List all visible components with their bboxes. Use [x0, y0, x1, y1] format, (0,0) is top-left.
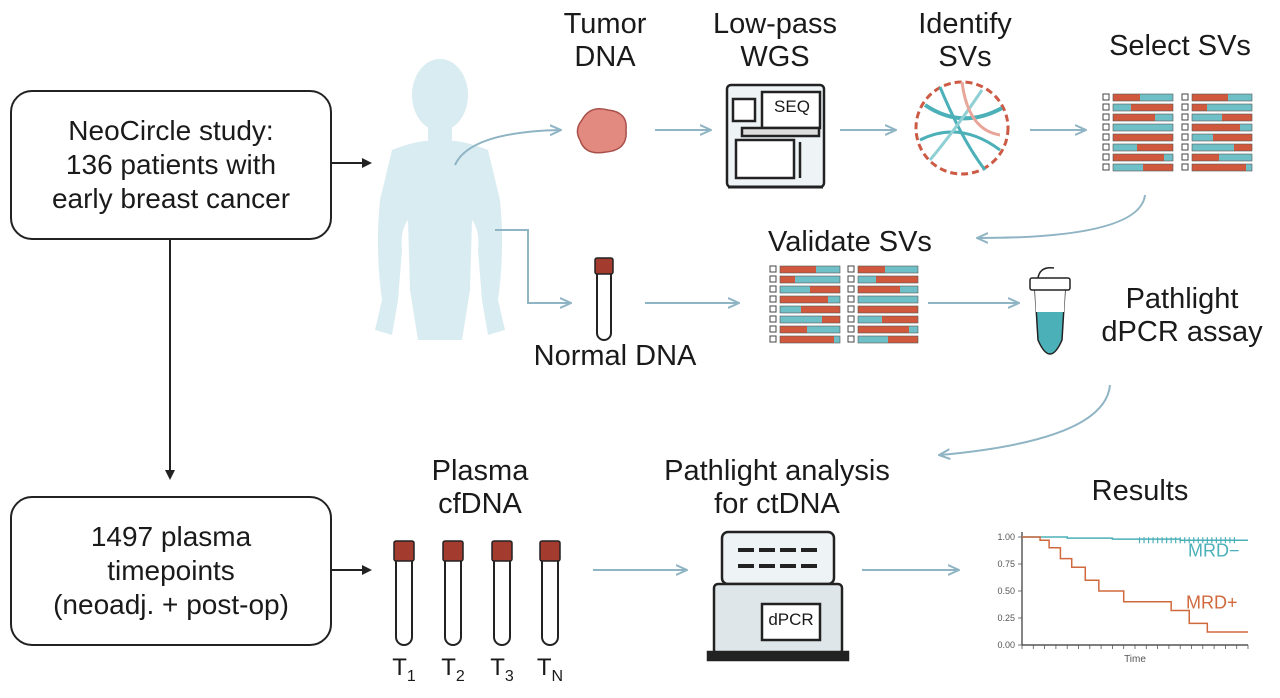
plasma-tube-icon: [539, 540, 561, 646]
sequencer-screen-text: SEQ: [774, 97, 810, 116]
pathlight-assay-label: Pathlight dPCR assay: [1092, 283, 1272, 350]
plasma-tubes: [393, 540, 561, 646]
low-pass-wgs-line1: Low-pass: [712, 8, 838, 40]
km-curve-mrd-positive: [1022, 536, 1248, 633]
chart-y-tick-label: 0.75: [997, 559, 1015, 569]
pathlight-analysis-label: Pathlight analysis for ctDNA: [632, 455, 922, 522]
results-label: Results: [1060, 475, 1220, 508]
tube-label-letter: T: [392, 654, 407, 681]
plasma-cfdna-line2: cfDNA: [438, 488, 522, 521]
tube-label-letter: T: [441, 654, 456, 681]
tumor-dna-label: Tumor DNA: [540, 8, 670, 75]
chart-y-tick-label: 1.00: [997, 532, 1015, 542]
tube-label-subscript: 1: [406, 667, 416, 685]
chart-y-tick-label: 0.50: [997, 586, 1015, 596]
study-box-line2: 136 patients with: [65, 148, 277, 180]
tube-label-letter: T: [490, 654, 505, 681]
circos-plot-icon: [914, 80, 1010, 176]
chart-y-tick-label: 0.00: [997, 640, 1015, 650]
pathlight-assay-line2: dPCR assay: [1101, 316, 1263, 349]
identify-svs-label: Identify SVs: [890, 8, 1040, 75]
km-curve-mrd-negative: [1022, 536, 1248, 541]
low-pass-wgs-line2: WGS: [740, 41, 810, 74]
study-box-line1: NeoCircle study:: [68, 114, 274, 146]
normal-dna-line1: Normal DNA: [533, 340, 697, 372]
sequencer-icon: [725, 83, 826, 189]
dpcr-machine-icon: [706, 530, 850, 662]
chart-x-axis-label: Time: [1124, 654, 1146, 665]
tube-label-letter: T: [536, 654, 552, 681]
tube-label: T1: [384, 654, 424, 686]
plasma-box-line2: timepoints: [107, 554, 235, 586]
study-box: NeoCircle study: 136 patients with early…: [10, 90, 332, 240]
tumor-icon: [576, 108, 627, 154]
plasma-timepoints-box: 1497 plasma timepoints (neoadj. + post-o…: [10, 496, 332, 646]
pathlight-assay-line1: Pathlight: [1125, 283, 1239, 315]
validate-svs-bars-right: [847, 265, 919, 344]
identify-svs-line1: Identify: [918, 8, 1012, 40]
tube-label-subscript: N: [551, 667, 564, 685]
select-svs-line1: Select SVs: [1109, 30, 1251, 62]
validate-svs-label: Validate SVs: [740, 226, 960, 259]
plasma-cfdna-label: Plasma cfDNA: [405, 455, 555, 522]
study-box-line3: early breast cancer: [51, 183, 291, 215]
normal-dna-tube-icon: [594, 257, 614, 341]
plasma-tube-icon: [393, 540, 415, 646]
validate-svs-line1: Validate SVs: [768, 226, 932, 258]
select-svs-label: Select SVs: [1080, 30, 1280, 63]
tube-label-subscript: 3: [504, 667, 514, 685]
tumor-dna-line1: Tumor: [563, 8, 647, 40]
study-arrows: [165, 158, 372, 575]
select-svs-bars-right: [1181, 93, 1253, 172]
km-legend-label: MRD−: [1188, 540, 1240, 560]
normal-dna-label: Normal DNA: [510, 340, 720, 373]
plasma-tube-icon: [491, 540, 513, 646]
tube-label: T3: [482, 654, 522, 686]
tube-label: T2: [433, 654, 473, 686]
dpcr-tube-icon: [1029, 266, 1071, 355]
tube-label-subscript: 2: [455, 667, 465, 685]
pathlight-analysis-line2: for ctDNA: [714, 488, 840, 521]
plasma-box-line1: 1497 plasma: [90, 520, 252, 552]
plasma-tube-icon: [442, 540, 464, 646]
plasma-cfdna-line1: Plasma: [431, 455, 529, 487]
flow-arrows: [454, 130, 1146, 570]
chart-y-tick-label: 0.25: [997, 613, 1015, 623]
low-pass-wgs-label: Low-pass WGS: [690, 8, 860, 75]
pathlight-analysis-line1: Pathlight analysis: [664, 455, 890, 487]
validate-svs-bars-left: [769, 265, 841, 344]
km-legend-label: MRD+: [1186, 592, 1238, 612]
dpcr-screen-text: dPCR: [768, 610, 814, 629]
plasma-box-line3: (neoadj. + post-op): [53, 589, 289, 621]
tumor-dna-line2: DNA: [574, 41, 636, 74]
tube-label: TN: [530, 654, 570, 686]
patient-silhouette-icon: [375, 59, 505, 340]
identify-svs-line2: SVs: [938, 41, 992, 74]
select-svs-bars-left: [1102, 93, 1174, 172]
results-line1: Results: [1091, 475, 1189, 507]
